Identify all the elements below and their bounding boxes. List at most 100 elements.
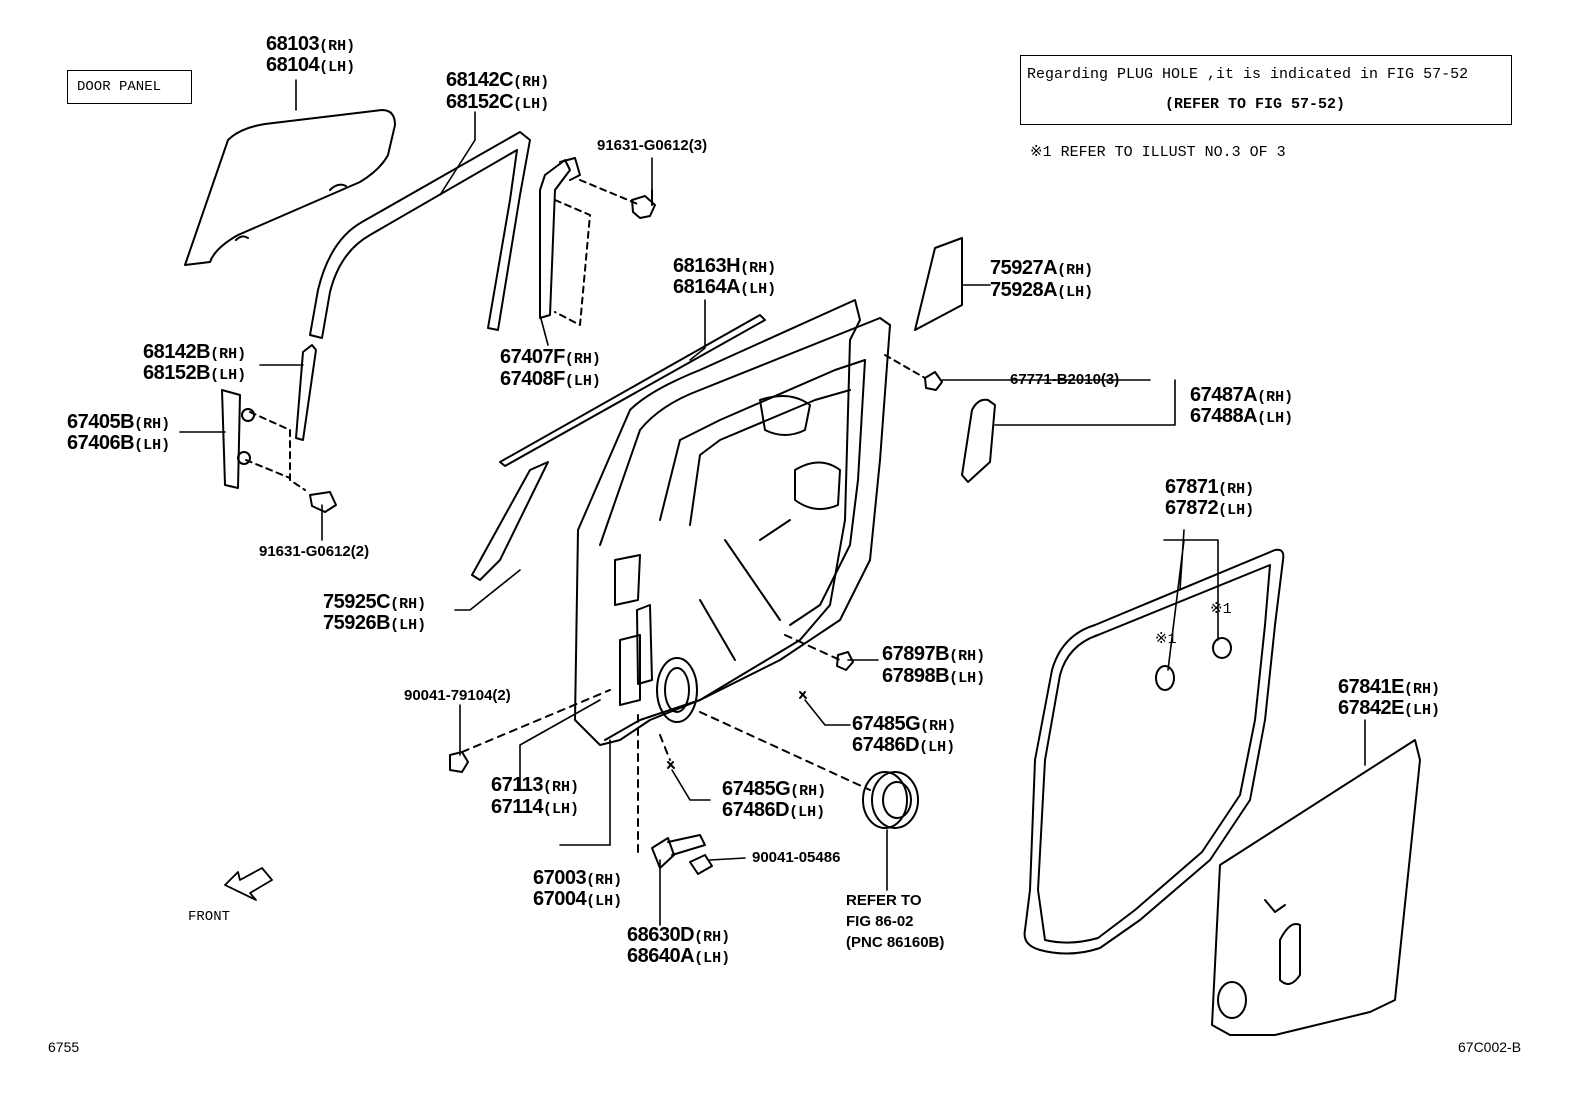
- part-label: 75926B(LH): [323, 613, 426, 633]
- part-number: 75928A: [990, 279, 1058, 301]
- front-label: FRONT: [188, 909, 231, 925]
- door-check-drawing: [651, 834, 713, 875]
- part-label: 68164A(LH): [673, 277, 776, 297]
- plate-top-right-drawing: [914, 237, 963, 331]
- part-label: 67898B(LH): [882, 666, 985, 686]
- side-marker: (LH): [134, 437, 171, 454]
- part-number: 68142C: [446, 69, 514, 91]
- part-number: 67486D: [722, 799, 790, 821]
- part-label: 67872(LH): [1165, 498, 1254, 518]
- part-label: 68152B(LH): [143, 363, 246, 383]
- part-number: 67113: [491, 774, 544, 796]
- side-marker: (LH): [740, 281, 777, 298]
- part-label: 67406B(LH): [67, 433, 170, 453]
- side-marker: (RH): [1057, 262, 1094, 279]
- part-number: 68142B: [143, 341, 211, 363]
- trim-board-drawing: [1211, 739, 1421, 1036]
- reference-mark: ※1: [1210, 601, 1232, 618]
- refer-line-3: (PNC 86160B): [846, 934, 945, 951]
- part-label: 68142C(RH): [446, 70, 549, 90]
- part-number: 67898B: [882, 665, 950, 687]
- part-number: 68163H: [673, 255, 741, 277]
- side-marker: (LH): [564, 373, 601, 390]
- side-marker: (LH): [1057, 284, 1094, 301]
- part-label: 67842E(LH): [1338, 698, 1440, 718]
- part-label: 67486D(LH): [722, 800, 825, 820]
- part-label: 67113(RH): [491, 775, 579, 795]
- notice-box: [1020, 55, 1512, 125]
- part-number: 68103: [266, 33, 320, 55]
- part-label: 67407F(RH): [500, 347, 601, 367]
- part-number: 67486D: [852, 734, 920, 756]
- part-number: 67485G: [852, 713, 921, 735]
- figure-code: 67C002-B: [1458, 1039, 1522, 1055]
- part-label: 67485G(RH): [722, 779, 826, 799]
- side-marker: (LH): [390, 617, 427, 634]
- notice-line1: Regarding PLUG HOLE ,it is indicated in …: [1027, 66, 1469, 83]
- side-marker: (LH): [919, 739, 956, 756]
- side-marker: (RH): [390, 596, 427, 613]
- bolt-top-drawing: [631, 189, 656, 219]
- part-number: 68104: [266, 54, 320, 76]
- part-number: 67488A: [1190, 405, 1258, 427]
- side-marker: (LH): [586, 893, 623, 910]
- speaker-drawing: [862, 771, 919, 829]
- part-number: 67405B: [67, 411, 135, 433]
- part-label: 67488A(LH): [1190, 406, 1293, 426]
- part-label: 67871(RH): [1165, 477, 1254, 497]
- part-number: 68164A: [673, 276, 741, 298]
- section-label: DOOR PANEL: [77, 79, 162, 95]
- part-label: 67004(LH): [533, 889, 622, 909]
- part-number: 67841E: [1338, 676, 1404, 698]
- part-label: 67771-B2010(3): [1010, 371, 1120, 388]
- part-label: 67485G(RH): [852, 714, 956, 734]
- part-label: 68103(RH): [266, 34, 355, 54]
- part-label: 67897B(RH): [882, 644, 985, 664]
- side-marker: (RH): [210, 346, 247, 363]
- part-label: 75927A(RH): [990, 258, 1093, 278]
- part-label: 90041-05486: [752, 849, 841, 866]
- part-number: 67842E: [1338, 697, 1404, 719]
- part-number: 68152C: [446, 91, 514, 113]
- side-marker: (RH): [319, 38, 356, 55]
- garnish-strip-drawing: [471, 461, 549, 581]
- side-marker: (RH): [586, 872, 623, 889]
- side-marker: (LH): [1403, 702, 1440, 719]
- reference-mark: ※1: [1155, 631, 1177, 648]
- side-marker: (RH): [543, 779, 580, 796]
- side-marker: (RH): [513, 74, 550, 91]
- side-marker: (RH): [740, 260, 777, 277]
- part-number: 67485G: [722, 778, 791, 800]
- part-label: 91631-G0612(3): [597, 137, 708, 154]
- side-marker: (LH): [694, 950, 731, 967]
- side-marker: (RH): [1403, 681, 1440, 698]
- side-marker: (LH): [210, 367, 247, 384]
- illust-note: ※1 REFER TO ILLUST NO.3 OF 3: [1030, 144, 1286, 161]
- side-marker: (RH): [134, 416, 171, 433]
- side-marker: (RH): [790, 783, 827, 800]
- belt-moulding-drawing: [499, 314, 766, 467]
- side-marker: (RH): [920, 718, 957, 735]
- part-number: 75927A: [990, 257, 1058, 279]
- page-number: 6755: [48, 1039, 80, 1055]
- part-number: 67408F: [500, 368, 565, 390]
- side-marker: (LH): [1218, 502, 1255, 519]
- part-label: 75928A(LH): [990, 280, 1093, 300]
- door-glass-drawing: [184, 109, 396, 266]
- part-number: 67407F: [500, 346, 565, 368]
- part-number: 75926B: [323, 612, 391, 634]
- part-label: 68104(LH): [266, 55, 355, 75]
- side-marker: (RH): [694, 929, 731, 946]
- part-label: 67003(RH): [533, 868, 622, 888]
- part-number: 75925C: [323, 591, 391, 613]
- part-number: 67872: [1165, 497, 1219, 519]
- part-number: 68630D: [627, 924, 695, 946]
- side-marker: (RH): [1257, 389, 1294, 406]
- part-number: 67871: [1165, 476, 1219, 498]
- part-number: 68640A: [627, 945, 695, 967]
- side-marker: (LH): [789, 804, 826, 821]
- part-label: 67487A(RH): [1190, 385, 1293, 405]
- glass-run-drawing: [309, 131, 531, 339]
- part-label: 68163H(RH): [673, 256, 776, 276]
